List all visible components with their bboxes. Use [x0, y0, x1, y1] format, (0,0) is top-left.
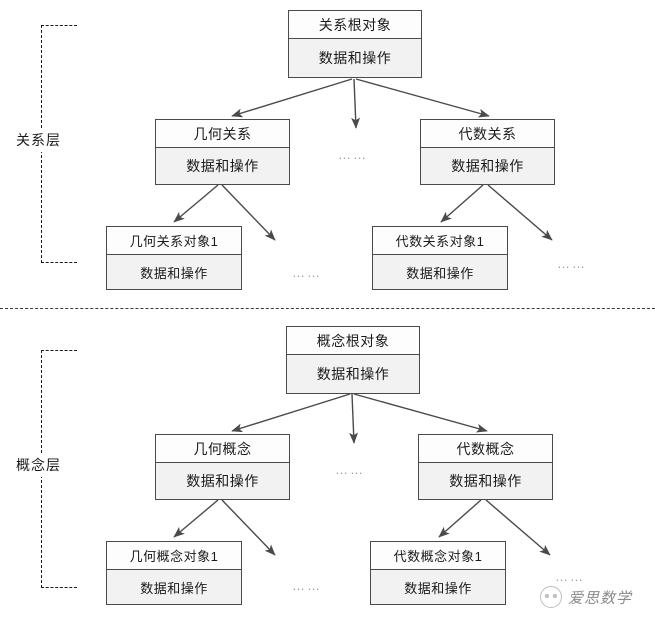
node-body: 数据和操作 [107, 255, 241, 289]
ellipsis-relation-geo-more: …… [292, 265, 322, 280]
node-algebraic-relation-object1[interactable]: 代数关系对象1 数据和操作 [372, 226, 508, 290]
edge-con-geo-to-obj1 [173, 499, 219, 538]
edge-rel-alg-to-obj1 [440, 184, 484, 223]
node-title: 代数关系 [421, 120, 554, 148]
node-title: 几何概念 [156, 435, 289, 463]
node-title: 代数关系对象1 [373, 227, 507, 255]
edge-con-root-to-geo [231, 393, 351, 433]
node-title: 几何概念对象1 [107, 542, 241, 570]
node-body: 数据和操作 [371, 570, 505, 604]
node-relation-root[interactable]: 关系根对象 数据和操作 [288, 10, 422, 78]
node-geometric-relation-object1[interactable]: 几何关系对象1 数据和操作 [106, 226, 242, 290]
node-geometric-concept-object1[interactable]: 几何概念对象1 数据和操作 [106, 541, 242, 605]
node-algebraic-concept-object1[interactable]: 代数概念对象1 数据和操作 [370, 541, 506, 605]
edge-rel-geo-to-obj1 [173, 184, 219, 223]
node-body: 数据和操作 [287, 355, 419, 393]
node-body: 数据和操作 [419, 463, 552, 499]
ellipsis-concept-geo-more: …… [292, 578, 322, 593]
ellipsis-relation-middle: …… [338, 147, 368, 162]
node-body: 数据和操作 [421, 148, 554, 184]
node-title: 代数概念 [419, 435, 552, 463]
node-body: 数据和操作 [156, 463, 289, 499]
node-algebraic-relation[interactable]: 代数关系 数据和操作 [420, 119, 555, 185]
edge-rel-root-to-alg [355, 78, 490, 118]
layer-divider [0, 308, 655, 309]
watermark: 爱思数学 [540, 586, 632, 608]
ellipsis-relation-alg-more: …… [557, 256, 587, 271]
node-body: 数据和操作 [289, 39, 421, 77]
edge-rel-root-to-middle [351, 78, 361, 129]
edge-con-alg-to-obj1 [438, 499, 482, 538]
node-body: 数据和操作 [107, 570, 241, 604]
ellipsis-concept-middle: …… [335, 462, 365, 477]
edge-rel-root-to-geo [231, 78, 353, 118]
edge-con-root-to-middle [349, 393, 359, 444]
relation-layer-label: 关系层 [13, 128, 64, 152]
node-concept-root[interactable]: 概念根对象 数据和操作 [286, 326, 420, 394]
node-title: 关系根对象 [289, 11, 421, 39]
node-geometric-concept[interactable]: 几何概念 数据和操作 [155, 434, 290, 500]
watermark-text: 爱思数学 [568, 589, 633, 607]
node-title: 几何关系 [156, 120, 289, 148]
concept-layer-label: 概念层 [13, 453, 64, 477]
node-geometric-relation[interactable]: 几何关系 数据和操作 [155, 119, 290, 185]
node-algebraic-concept[interactable]: 代数概念 数据和操作 [418, 434, 553, 500]
ellipsis-concept-alg-more: …… [555, 569, 585, 584]
node-title: 概念根对象 [287, 327, 419, 355]
node-title: 几何关系对象1 [107, 227, 241, 255]
node-title: 代数概念对象1 [371, 542, 505, 570]
watermark-logo-icon [540, 586, 562, 608]
node-body: 数据和操作 [156, 148, 289, 184]
node-body: 数据和操作 [373, 255, 507, 289]
edge-con-root-to-alg [353, 393, 488, 433]
